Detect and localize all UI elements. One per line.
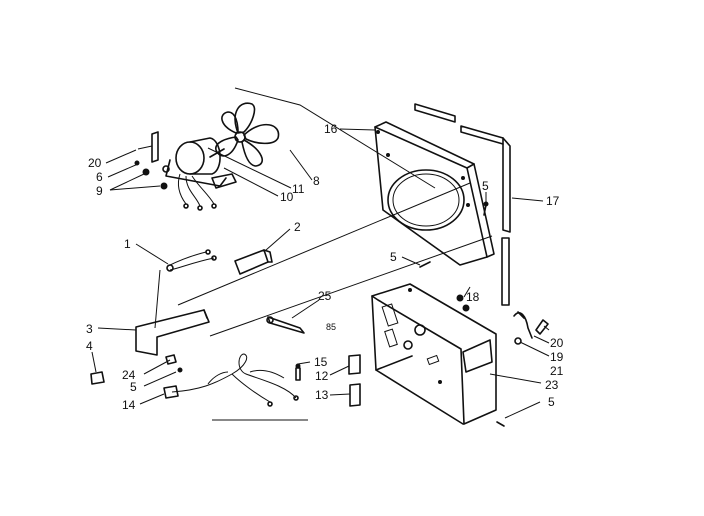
- callout-23: 23: [545, 378, 559, 392]
- callout-8: 8: [313, 174, 320, 188]
- callout-1: 1: [124, 237, 131, 251]
- callout-18: 18: [466, 290, 480, 304]
- callout-9: 9: [96, 184, 103, 198]
- code-mark: 85: [326, 322, 336, 332]
- callout-4: 4: [86, 339, 93, 353]
- base-plate: [371, 283, 497, 425]
- callout-24: 24: [122, 368, 136, 382]
- callout-15: 15: [314, 355, 328, 369]
- fan-motor: [165, 137, 237, 211]
- callout-5-bottom: 5: [548, 395, 555, 409]
- callout-6: 6: [96, 170, 103, 184]
- callout-5-top: 5: [482, 179, 489, 193]
- center-parts: [177, 354, 361, 407]
- leader-lines: [91, 128, 550, 419]
- callout-2: 2: [294, 220, 301, 234]
- callout-10: 10: [280, 190, 294, 204]
- wire-harness: [163, 353, 299, 407]
- callout-13: 13: [315, 388, 329, 402]
- callout-25: 25: [318, 289, 332, 303]
- callout-12: 12: [315, 369, 329, 383]
- callout-16: 16: [324, 122, 338, 136]
- callout-20-left: 20: [88, 156, 102, 170]
- motor-hardware: [134, 131, 170, 190]
- callout-17: 17: [546, 194, 560, 208]
- shroud-panel: [374, 121, 495, 266]
- callout-19: 19: [550, 350, 564, 364]
- callout-5-mid: 5: [390, 250, 397, 264]
- control-parts: [90, 249, 305, 385]
- callout-20-right: 20: [550, 336, 564, 350]
- callouts: 1 2 3 4 24 5 14 20 6 9 10 11 8 16 17 5 5…: [86, 122, 564, 412]
- callout-14: 14: [122, 398, 136, 412]
- guide-lines: [154, 87, 493, 421]
- callout-21: 21: [550, 364, 564, 378]
- gasket-strips: [414, 103, 511, 306]
- callout-5-left: 5: [130, 380, 137, 394]
- callout-11: 11: [292, 182, 305, 196]
- right-hardware: [419, 201, 549, 427]
- fan-blade: [215, 102, 280, 167]
- callout-3: 3: [86, 322, 93, 336]
